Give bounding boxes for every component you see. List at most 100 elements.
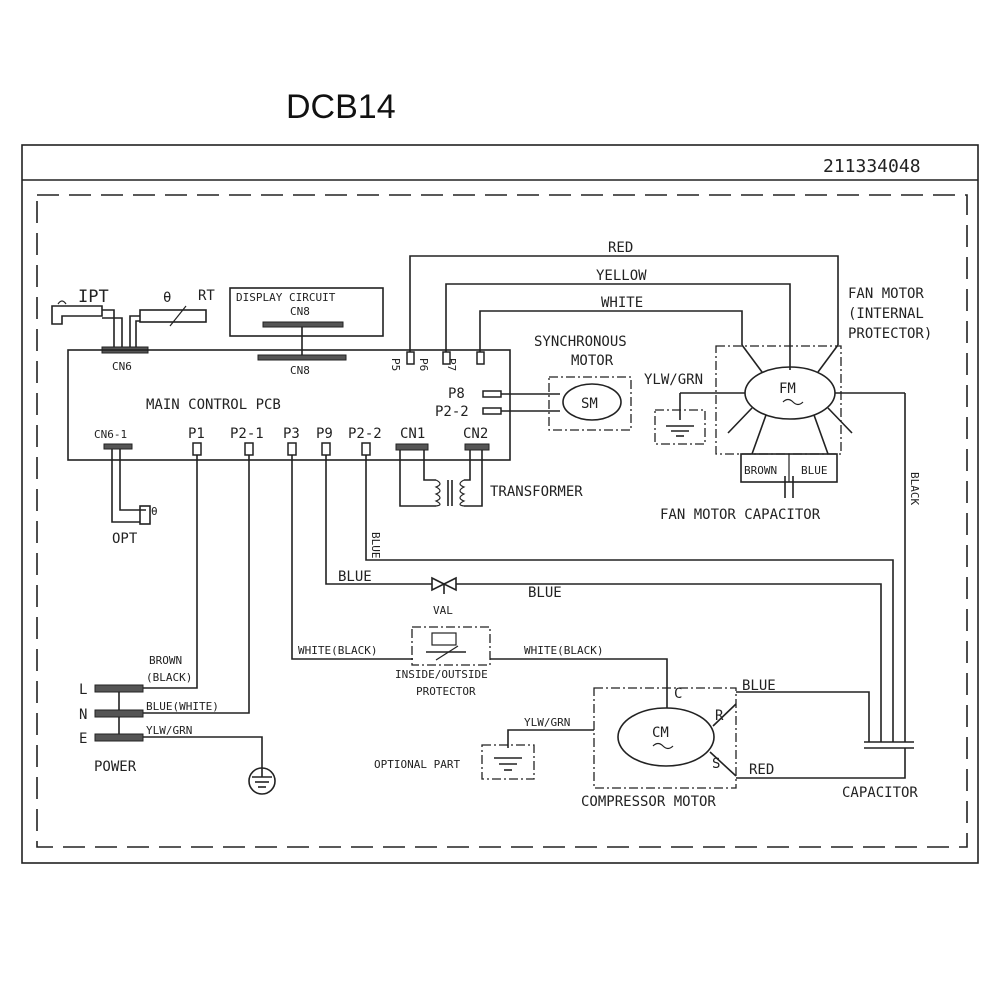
p2-1-label: P2-1 <box>230 426 264 442</box>
cm-motor-symbol <box>617 707 715 767</box>
p2-2-right-label: P2-2 <box>435 404 469 420</box>
rt-sensor <box>129 305 207 350</box>
cm-s-label: S <box>712 756 720 772</box>
cm-lead-s <box>709 751 737 777</box>
synchronous-motor-label: SYNCHRONOUS <box>534 334 627 350</box>
blue-p9-label: BLUE <box>338 569 372 585</box>
protector-box <box>411 626 491 666</box>
sm-motor-symbol <box>562 383 622 421</box>
white-black-wire-p3 <box>291 455 413 660</box>
protector-symbol <box>426 632 466 661</box>
fan-ground-icon <box>666 425 694 437</box>
opt-wire-1 <box>111 449 140 523</box>
diagram-title: DCB14 <box>286 88 396 126</box>
synchronous-motor-label-2: MOTOR <box>571 353 614 369</box>
comp-ground-box <box>481 744 535 780</box>
p3-label: P3 <box>283 426 300 442</box>
blue-white-label: BLUE(WHITE) <box>146 700 219 713</box>
sm-label: SM <box>581 396 598 412</box>
blue-cap-label: BLUE <box>801 464 828 477</box>
fan-motor-label-3: PROTECTOR) <box>848 326 932 342</box>
cn2-connector <box>464 443 490 451</box>
power-ground-icon <box>248 767 276 795</box>
valve-symbol <box>431 576 457 594</box>
brown-black-label-2: (BLACK) <box>146 671 192 684</box>
p7-terminal <box>476 351 485 365</box>
val-label: VAL <box>433 604 453 617</box>
transformer-symbol <box>399 450 483 507</box>
ylw-grn-power-label: YLW/GRN <box>146 724 192 737</box>
p2-2-right-terminal <box>482 407 502 415</box>
protector-label-2: PROTECTOR <box>416 685 476 698</box>
opt-label: OPT <box>112 531 138 547</box>
blue-comp-label: BLUE <box>742 678 776 694</box>
ylw-grn-comp-label: YLW/GRN <box>524 716 570 729</box>
rt-theta: θ <box>163 290 171 306</box>
inner-dashed-boundary <box>36 194 968 848</box>
ipt-label: IPT <box>78 287 109 307</box>
black-wire-label: BLACK <box>908 472 921 505</box>
part-number: 211334048 <box>823 156 921 177</box>
display-cn8-label: CN8 <box>290 305 310 318</box>
p2-2-terminal <box>361 442 371 456</box>
red-comp-wire <box>736 748 906 779</box>
power-terminal-block <box>94 684 144 742</box>
cn1-label: CN1 <box>400 426 425 442</box>
wire-white-label: WHITE <box>601 295 643 311</box>
comp-ground-icon <box>494 757 522 771</box>
blue-vertical-label: BLUE <box>369 532 382 559</box>
p6-label: P6 <box>417 358 430 371</box>
terminal-e-label: E <box>79 731 87 747</box>
ylw-grn-power-wire <box>143 736 263 770</box>
yellow-wire-fan <box>445 283 791 370</box>
power-label: POWER <box>94 759 137 775</box>
synchronous-motor-box <box>548 376 632 431</box>
opt-sensor <box>139 505 151 525</box>
blue-comp-wire <box>736 691 870 742</box>
cm-r-label: R <box>715 708 724 724</box>
transformer-label: TRANSFORMER <box>490 484 583 500</box>
p1-label: P1 <box>188 426 205 442</box>
main-pcb-label: MAIN CONTROL PCB <box>146 397 281 413</box>
comp-ground-wire <box>507 729 594 748</box>
p8-terminal <box>482 390 502 398</box>
p1-terminal <box>192 442 202 456</box>
brown-cap-label: BROWN <box>744 464 777 477</box>
cn6-label: CN6 <box>112 360 132 373</box>
red-comp-label: RED <box>749 762 774 778</box>
cn1-connector <box>395 443 429 451</box>
red-wire-fan <box>409 255 839 352</box>
fm-leads <box>716 344 905 455</box>
display-circuit-label: DISPLAY CIRCUIT <box>236 291 336 304</box>
cn8-connector <box>257 354 347 361</box>
white-black-wire-comp <box>490 658 668 688</box>
blue-mid-label: BLUE <box>528 585 562 601</box>
display-cn8-connector <box>262 321 344 328</box>
cm-tilde <box>652 742 674 750</box>
fm-label: FM <box>779 381 796 397</box>
blue-wire-valve <box>456 583 882 742</box>
cn6-1-connector <box>103 443 133 450</box>
terminal-l-label: L <box>79 682 87 698</box>
p6-terminal <box>442 351 451 365</box>
ipt-sensor <box>51 300 123 350</box>
opt-theta: θ <box>151 505 158 518</box>
white-black-right-label: WHITE(BLACK) <box>524 644 603 657</box>
blue-wire-p2-2 <box>365 455 894 742</box>
brown-black-label-1: BROWN <box>149 654 182 667</box>
p3-terminal <box>287 442 297 456</box>
brown-black-wire <box>143 455 198 689</box>
cn2-label: CN2 <box>463 426 488 442</box>
cn6-1-label: CN6-1 <box>94 428 127 441</box>
p2-2-label: P2-2 <box>348 426 382 442</box>
blue-white-wire <box>143 455 250 714</box>
terminal-n-label: N <box>79 707 87 723</box>
optional-part-label: OPTIONAL PART <box>374 758 460 771</box>
p9-label: P9 <box>316 426 333 442</box>
fm-tilde <box>782 398 804 406</box>
white-black-left-label: WHITE(BLACK) <box>298 644 377 657</box>
compressor-motor-label: COMPRESSOR MOTOR <box>581 794 716 810</box>
outer-frame <box>21 144 979 864</box>
p5-label: P5 <box>389 358 402 371</box>
cm-c-label: C <box>674 686 682 702</box>
